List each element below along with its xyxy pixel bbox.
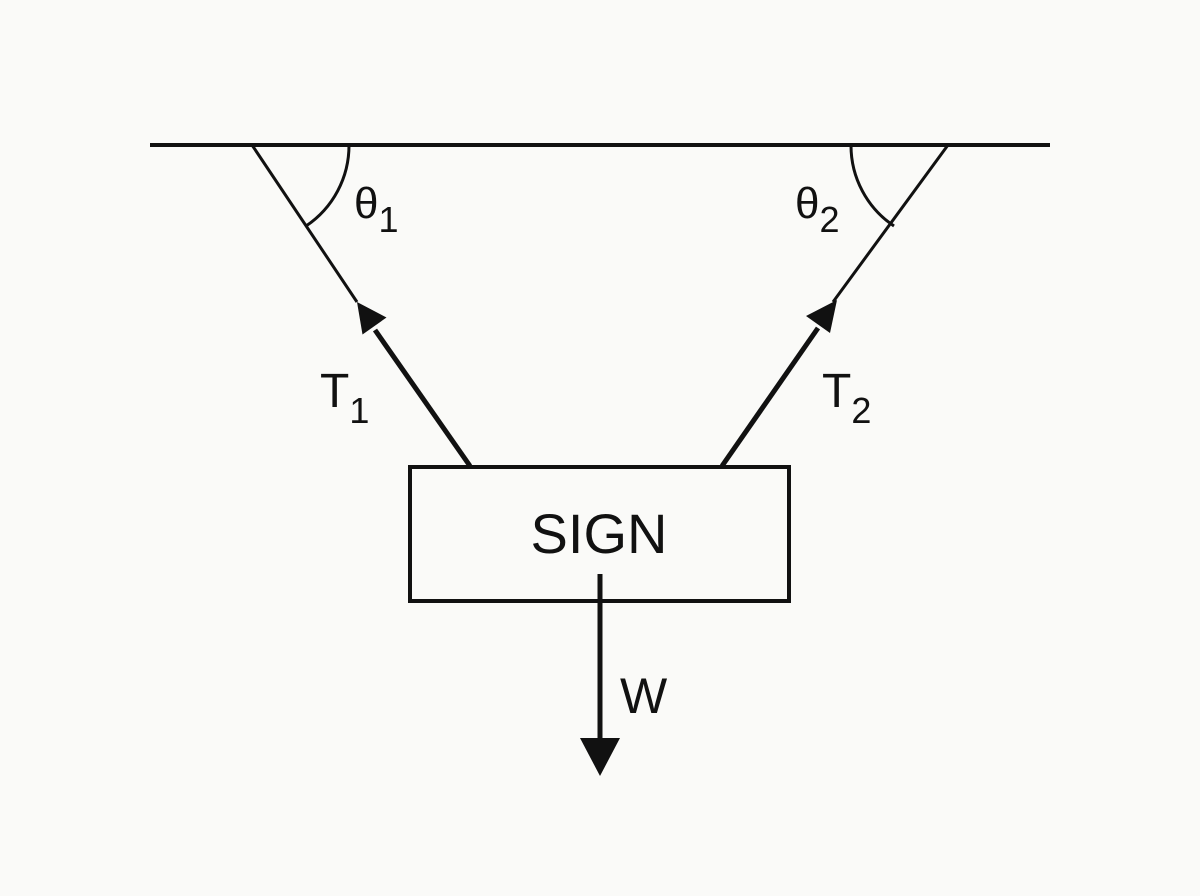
t2-arrowhead (806, 300, 837, 333)
weight-label: W (620, 668, 668, 724)
sign-label: SIGN (531, 502, 668, 565)
theta1-label: θ1 (354, 179, 399, 240)
weight-arrowhead (580, 738, 620, 776)
theta2-arc (849, 144, 895, 228)
t1-arrowhead (357, 302, 387, 335)
theta1-arc (305, 144, 351, 228)
t2-arrow-shaft (719, 326, 821, 468)
t1-arrow-shaft (372, 328, 473, 468)
cable-left (250, 144, 359, 303)
theta2-label: θ2 (795, 179, 840, 240)
t1-label: T1 (320, 365, 369, 431)
t2-label: T2 (822, 365, 871, 431)
